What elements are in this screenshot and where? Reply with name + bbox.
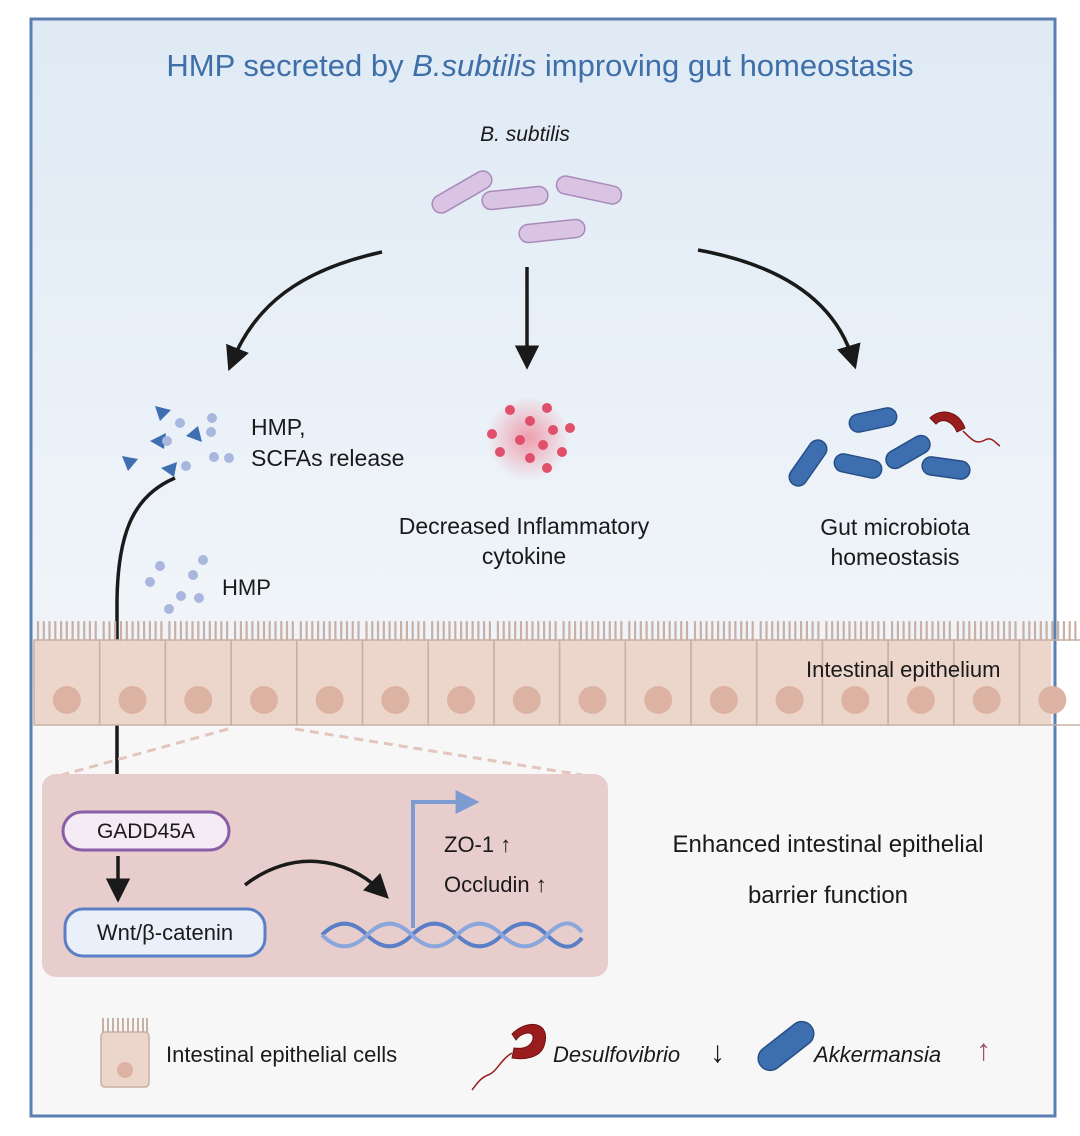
wnt-label: Wnt/β-catenin [96,920,234,945]
bacillus-rod [481,185,549,211]
hmp-scfa-label-line2: SCFAs release [251,445,405,471]
akkermansia-rod [885,434,931,470]
cell-nucleus [578,686,607,714]
microbiota-label-line1: Gut microbiota [820,514,970,540]
legend-akkermansia-label: Akkermansia [814,1042,942,1067]
zoom-line-left [61,727,229,777]
occludin-up-arrow: ↑ [535,872,547,897]
microvilli [431,620,491,642]
cell-nucleus [52,686,81,714]
gadd45a-box [61,810,231,852]
figure-title: HMP secreted by B.subtilis improving gut… [166,48,914,83]
bacillus-label: B. subtilis [480,123,570,146]
transcription-arrow [411,790,480,928]
cell-nucleus [972,686,1001,714]
legend-akkermansia-up-arrow: ↑ [976,1034,991,1067]
cytokine-label-line1: Decreased Inflammatory [398,513,650,539]
hmp-label: HMP [222,575,271,600]
microvilli [36,620,97,642]
gadd45a-label: GADD45A [96,820,196,843]
arrow-to-hmp [226,250,383,372]
microvilli [693,620,754,642]
legend-akkermansia-icon [757,1020,815,1072]
microvilli [825,620,886,642]
bacillus-cluster [431,170,623,244]
microvilli [956,620,1017,642]
cell-nucleus [775,686,804,714]
legend-desulfovibrio-icon [471,1024,547,1091]
legend-cell-icon [100,1018,150,1088]
zo1-up-arrow: ↑ [500,832,512,857]
bacillus-rod [431,170,493,214]
hmp-scfa-label-line1: HMP, [251,414,306,440]
microvilli [102,620,163,642]
legend-desulfovibrio-down-arrow: ↓ [710,1036,725,1069]
cell-nucleus [512,686,541,714]
cell-nucleus [381,686,410,714]
microvilli [891,620,951,642]
microvilli [168,620,229,642]
akkermansia-rod [788,439,828,487]
cell-nucleus [1038,686,1067,714]
microvilli [299,620,360,642]
akkermansia-rod [921,456,971,480]
outer-frame [29,17,1057,1118]
legend-desulfovibrio-label: Desulfovibrio [553,1042,681,1067]
cell-nucleus [249,686,278,714]
microvilli [365,620,426,642]
hmp-molecules [145,555,208,614]
cytokine-label-line2: cytokine [481,543,567,569]
zoom-line-right [294,727,583,777]
microvilli [628,620,689,642]
akkermansia-rod [848,407,898,433]
microbiota-cluster [788,407,1001,487]
microvilli [1022,620,1077,642]
cell-nucleus [315,686,344,714]
arrow-hmp-to-gadd45a [104,476,176,810]
dna-helix [320,921,584,949]
legend-cells-label: Intestinal epithelial cells [166,1042,398,1067]
cell-nucleus [709,686,738,714]
cell-nucleus [447,686,476,714]
microvilli [496,620,557,642]
bacillus-rod [555,175,623,205]
cytokine-cluster [486,396,575,480]
arrow-wnt-to-dna [243,859,389,899]
upper-panel [31,19,1055,726]
occludin-label: Occludin ↑ [444,872,547,897]
cell-nucleus [644,686,673,714]
cell-nucleus [841,686,870,714]
outcome-line2: barrier function [747,882,909,909]
outcome-line1: Enhanced intestinal epithelial [672,831,984,858]
bacillus-rod [518,218,586,244]
microvilli [562,620,623,642]
scfa-molecules [122,406,234,477]
cell-nucleus [184,686,213,714]
microvilli [234,620,294,642]
cell-nucleus [118,686,147,714]
wnt-box [63,907,267,958]
intestinal-epithelium [33,620,1080,726]
cell-nucleus [906,686,935,714]
desulfovibrio-cell [929,411,1001,447]
zo1-label: ZO-1 ↑ [444,832,512,857]
akkermansia-rod [833,453,883,479]
microvilli [759,620,820,642]
microbiota-label-line2: homeostasis [830,544,960,570]
epithelium-label: Intestinal epithelium [806,657,1001,682]
arrow-to-microbiota [697,248,861,370]
